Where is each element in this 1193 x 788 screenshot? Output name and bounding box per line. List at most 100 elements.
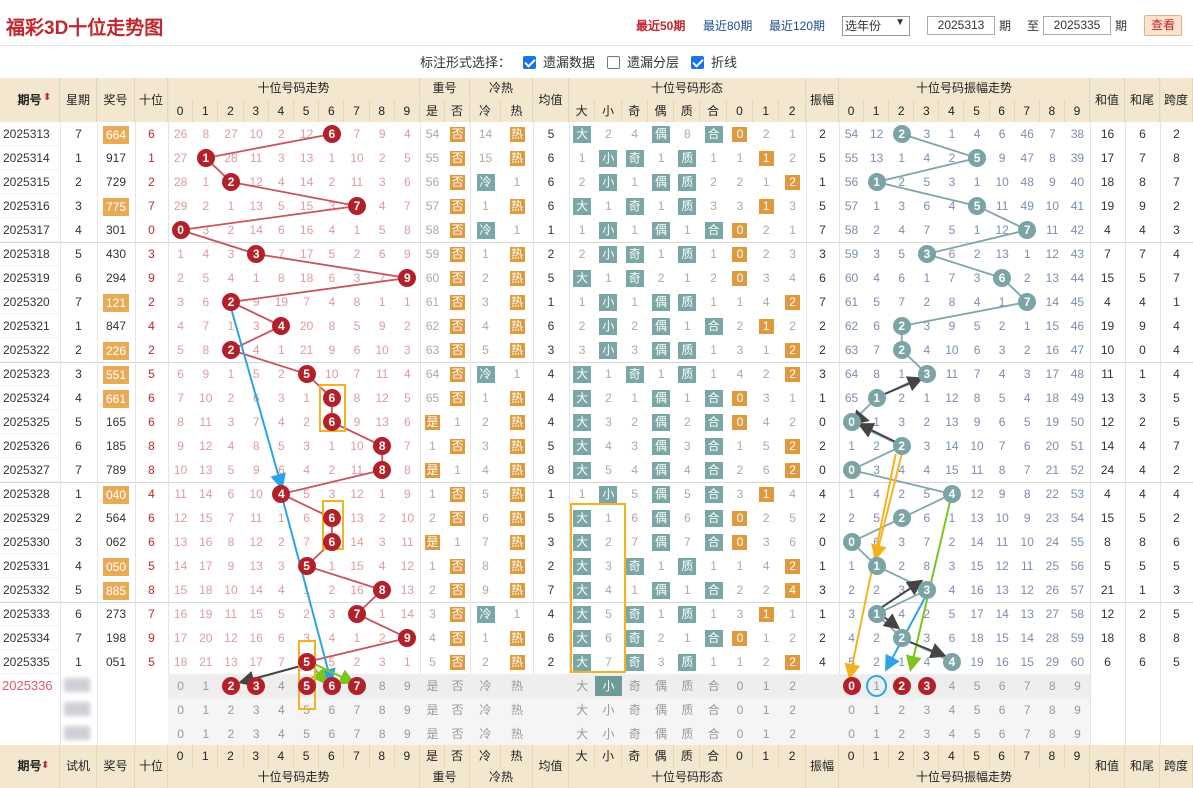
repeat-yes-cell: 61 (420, 290, 445, 314)
range-50-link[interactable]: 最近50期 (636, 19, 686, 33)
shape-value: 合 (704, 438, 723, 456)
trend-miss-cell: 5 (378, 223, 386, 237)
predict-trend-ball[interactable]: 5 (297, 677, 316, 695)
shape-cell: 奇 (622, 362, 648, 386)
period-cell: 2025313 (0, 122, 60, 146)
sum-cell: 19 (1100, 319, 1115, 333)
trend-miss-cell: 2 (278, 367, 285, 381)
period-to-input[interactable]: 2025335 (1043, 16, 1111, 35)
trend-miss-cell: 1 (378, 295, 386, 309)
checkbox-missing-layer[interactable] (607, 55, 621, 69)
trend-miss-cell: 7 (177, 391, 184, 405)
shape-cell: 奇 (622, 266, 648, 290)
shape-value: 2 (785, 343, 801, 359)
amp-miss-cell: 4 (898, 223, 906, 237)
amp-ball: 2 (892, 125, 911, 143)
shape-cell: 偶 (648, 290, 674, 314)
year-select[interactable]: 选年份▼ (842, 16, 910, 36)
repeat-yes-value: 59 (425, 247, 440, 261)
span-cell: 2 (1173, 127, 1180, 141)
amp-ball: 0 (842, 533, 861, 551)
shape-cell: 3 (622, 338, 648, 362)
trend-miss-cell: 8 (177, 415, 184, 429)
amp-miss-cell: 4 (973, 295, 981, 309)
range-120-link[interactable]: 最近120期 (769, 19, 826, 33)
query-button[interactable]: 查看 (1144, 15, 1182, 36)
sum-cell: 12 (1100, 415, 1115, 429)
header-digit: 4 (268, 100, 294, 122)
shape-value: 3 (710, 199, 717, 213)
period-from-input[interactable]: 2025313 (927, 16, 995, 35)
header-mod3: 0 (726, 100, 754, 122)
trend-ball: 5 (297, 653, 316, 671)
prize-cell: 789 (97, 458, 135, 482)
predict-trend-ball[interactable]: 7 (348, 677, 366, 695)
trend-miss-cell: 9 (252, 463, 260, 477)
shape-cell: 2 (569, 314, 595, 338)
trend-miss-cell: 26 (173, 127, 188, 141)
highlight-circle (866, 675, 888, 697)
amp-miss-cell: 12 (995, 223, 1009, 237)
amp-miss-cell: 58 (844, 223, 859, 237)
trend-miss-cell: 2 (202, 199, 210, 213)
sort-icon[interactable]: ⬍ (43, 92, 52, 103)
trend-miss-cell: 7 (404, 199, 411, 213)
shape-value: 1 (605, 367, 612, 381)
predict-trend-ball[interactable]: 2 (222, 677, 240, 695)
shape-cell: 1 (701, 290, 727, 314)
shape-value: 1 (657, 367, 665, 381)
amp-miss-cell: 6 (873, 319, 880, 333)
shape-cell: 小 (595, 338, 621, 362)
tens-cell: 0 (148, 223, 155, 237)
amp-miss-cell: 20 (1045, 439, 1060, 453)
shape-cell: 1 (727, 290, 753, 314)
predict-amp-ball[interactable]: 2 (892, 677, 911, 695)
amp-miss-cell: 1 (998, 295, 1006, 309)
predict-trend-ball[interactable]: 6 (322, 677, 341, 695)
amp-miss-cell: 10 (995, 175, 1009, 189)
amp-miss-cell: 11 (945, 367, 959, 381)
header-amp-digit: 9 (1064, 100, 1090, 122)
amp-miss-cell: 3 (923, 439, 931, 453)
shape-cell: 大 (569, 194, 595, 218)
amp-miss-cell: 6 (898, 271, 906, 285)
repeat-no-cell: 否 (445, 434, 470, 458)
amp-miss-cell: 1 (898, 151, 906, 165)
checkbox-polyline[interactable] (691, 55, 705, 69)
trend-miss-cell: 1 (227, 367, 235, 381)
trend-miss-cell: 4 (404, 127, 411, 141)
tens-cell: 4 (148, 319, 155, 333)
prize-cell: 917 (97, 146, 135, 170)
repeat-yes-value: 58 (425, 223, 440, 237)
amp-ball: 7 (1018, 293, 1037, 311)
trend-ball: 3 (247, 245, 266, 263)
shape-cell: 2 (674, 410, 700, 434)
shape-cell: 1 (674, 386, 700, 410)
amp-miss-cell: 49 (1020, 199, 1034, 213)
repeat-no-cell: 否 (445, 218, 470, 242)
predict-amp-ball[interactable]: 3 (917, 677, 936, 695)
predict-amp-ball[interactable]: 0 (842, 677, 861, 695)
predict-xiao-selected[interactable]: 小 (595, 676, 622, 696)
shape-cell: 质 (674, 170, 700, 194)
trend-miss-cell: 4 (328, 295, 336, 309)
header-amp-digit: 4 (939, 100, 965, 122)
trend-miss-cell: 7 (404, 439, 411, 453)
shape-cell: 偶 (648, 386, 674, 410)
shape-cell: 3 (595, 410, 621, 434)
trend-miss-cell: 8 (353, 391, 361, 405)
row-divider (0, 242, 1193, 243)
header-amp-digit: 8 (1039, 100, 1065, 122)
weekday-cell: 1 (75, 319, 82, 333)
shape-cell: 5 (753, 434, 779, 458)
checkbox-missing-data[interactable] (523, 55, 537, 69)
weekday-cell: 2 (75, 175, 82, 189)
range-80-link[interactable]: 最近80期 (703, 19, 753, 33)
shape-value: 2 (762, 247, 770, 261)
sum-cell: 16 (1100, 127, 1115, 141)
trend-miss-cell: 11 (375, 367, 389, 381)
shape-cell: 大 (569, 386, 595, 410)
shape-value: 小 (599, 174, 618, 192)
period-cell: 2025326 (0, 434, 60, 458)
shape-value: 4 (762, 415, 770, 429)
